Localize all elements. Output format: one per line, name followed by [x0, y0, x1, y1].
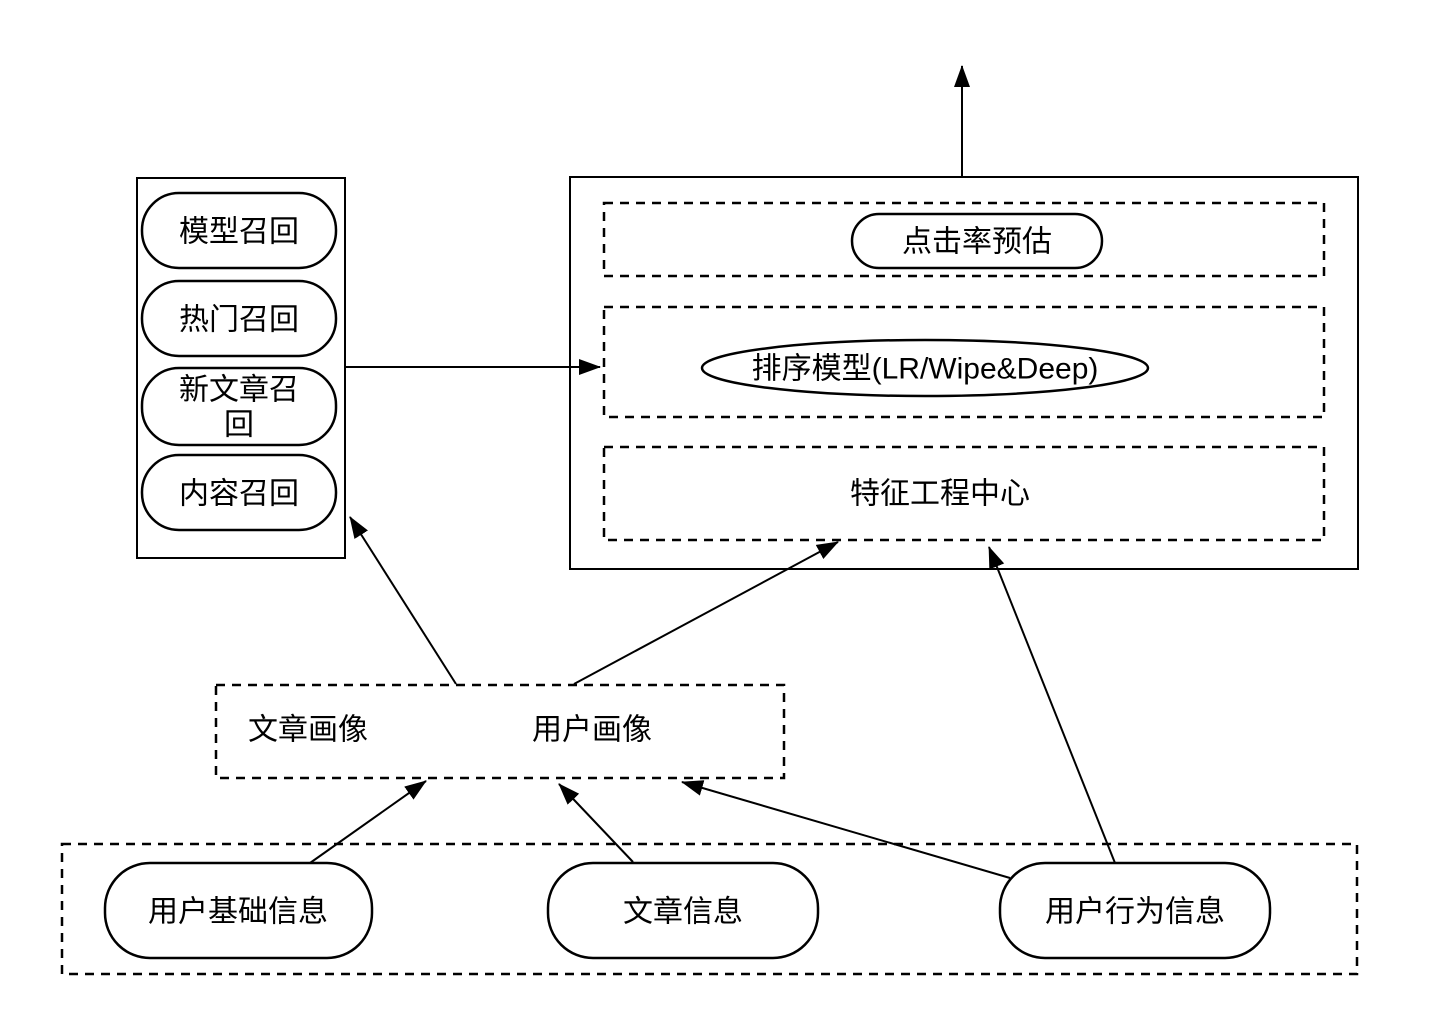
arrow-behavior-to-profile [681, 780, 1011, 879]
user-basic-info-pill [103, 861, 374, 960]
user-basic-info-label: 用户基础信息 [148, 896, 328, 929]
model-recall-label: 模型召回 [179, 216, 299, 249]
feature-center-label: 特征工程中心 [850, 478, 1030, 511]
source-panel: 用户基础信息 文章信息 用户行为信息 [60, 842, 1359, 976]
rank-model-ellipse [700, 338, 1150, 398]
article-info-pill [546, 861, 820, 960]
arrow-basic-info-to-profile [309, 780, 427, 864]
content-recall-label: 内容召回 [179, 478, 299, 511]
profile-dashed-box [214, 683, 786, 780]
ctr-pill [850, 212, 1104, 270]
source-dashed-box [60, 842, 1359, 976]
hot-recall-pill [140, 279, 338, 358]
article-profile-label: 文章画像 [248, 714, 368, 747]
model-recall-pill [140, 191, 338, 270]
user-behavior-info-pill [998, 861, 1272, 960]
rank-model-dashed-box [602, 305, 1326, 419]
ctr-dashed-box [602, 201, 1326, 278]
rank-model-label: 排序模型(LR/Wipe&Deep) [752, 353, 1099, 386]
arrow-article-info-to-profile [558, 783, 634, 863]
new-article-recall-label-line1: 新文章召 [179, 374, 299, 407]
ranking-panel: 点击率预估 排序模型(LR/Wipe&Deep) 特征工程中心 [569, 176, 1359, 570]
arrow-behavior-to-feature-center [988, 546, 1116, 864]
arrow-profile-to-recall [349, 516, 457, 685]
new-article-recall-label-line2: 回 [224, 409, 254, 442]
hot-recall-label: 热门召回 [179, 304, 299, 337]
feature-center-dashed-box [602, 445, 1326, 542]
recall-panel: 模型召回 热门召回 新文章召 回 内容召回 [136, 177, 346, 559]
user-profile-label: 用户画像 [532, 714, 652, 747]
content-recall-pill [140, 453, 338, 532]
user-behavior-info-label: 用户行为信息 [1045, 896, 1225, 929]
ctr-label: 点击率预估 [902, 226, 1052, 259]
arrow-profile-to-feature-center [573, 541, 839, 685]
new-article-recall-pill [140, 366, 338, 447]
arrows [309, 65, 1116, 879]
article-info-label: 文章信息 [623, 896, 743, 929]
profile-panel: 文章画像 用户画像 [214, 683, 786, 780]
